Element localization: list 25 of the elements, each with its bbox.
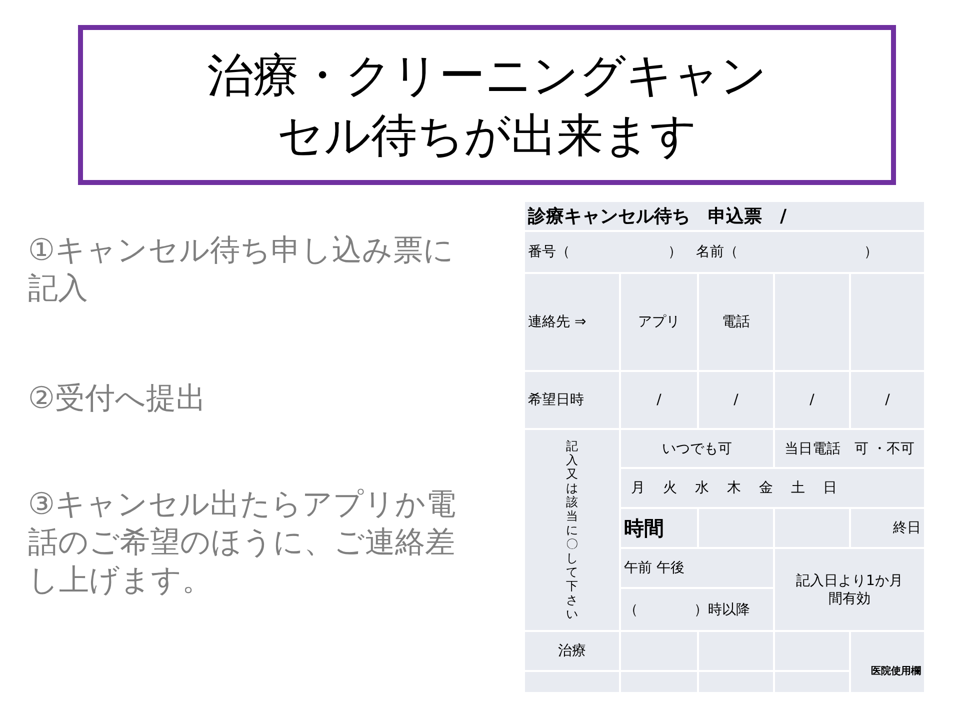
form-cell: いつでも可 bbox=[621, 430, 773, 467]
form-cell: / bbox=[775, 372, 849, 428]
form-cell: 診療キャンセル待ち 申込票 / bbox=[525, 202, 924, 230]
form-cell: 終日 bbox=[851, 509, 924, 547]
form-cell: 番号（ ） 名前（ ） bbox=[525, 232, 924, 272]
form-cell: 医院使用欄 bbox=[851, 632, 924, 692]
form-cell: 電話 bbox=[699, 274, 773, 370]
form-cell: 希望日時 bbox=[525, 372, 619, 428]
title: 治療・クリーニングキャンセル待ちが出来ます bbox=[206, 47, 768, 164]
form-cell: / bbox=[851, 372, 924, 428]
form-cell: 記入日より1か月間有効 bbox=[775, 549, 924, 630]
step-text: ③キャンセル出たらアプリか電話のご希望のほうに、ご連絡差し上げます。 bbox=[28, 486, 457, 600]
form-cell: 時間 bbox=[621, 509, 697, 547]
form-cell: アプリ bbox=[621, 274, 697, 370]
form-cell: 当日電話 可 ・不可 bbox=[775, 430, 924, 467]
form-cell: / bbox=[621, 372, 697, 428]
form-cell: 午前 午後 bbox=[621, 549, 773, 587]
form-cell: 治療 bbox=[525, 632, 619, 670]
form-cell: 月 火 水 木 金 土 日 bbox=[621, 469, 924, 507]
step-text: ②受付へ提出 bbox=[28, 380, 207, 418]
form-cell: / bbox=[699, 372, 773, 428]
step-text: ①キャンセル待ち申し込み票に記入 bbox=[28, 232, 455, 308]
vertical-note: 記入又は該当に〇して下さい bbox=[566, 439, 578, 621]
form-cell: 連絡先 ⇒ bbox=[525, 274, 619, 370]
form-cell: （ ）時以降 bbox=[621, 589, 773, 630]
